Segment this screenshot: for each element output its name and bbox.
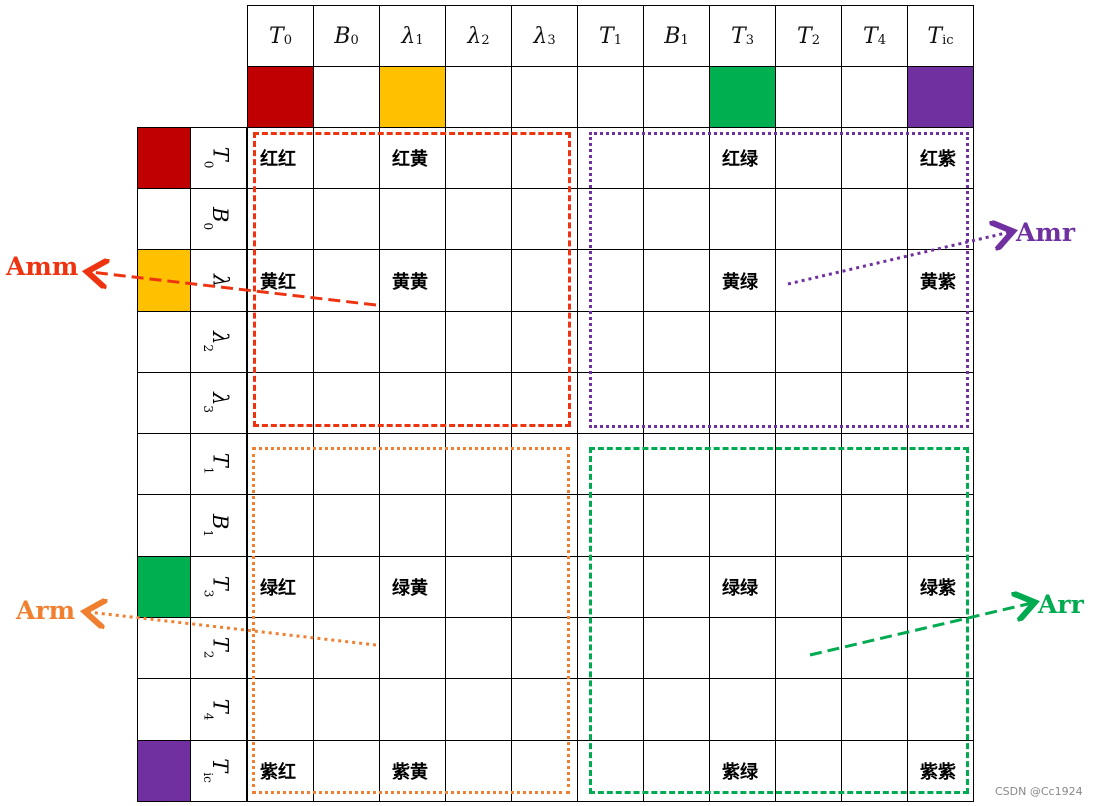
region-arm xyxy=(252,447,570,794)
column-symbol: T xyxy=(269,23,284,49)
column-subscript: 4 xyxy=(877,32,886,48)
region-amm xyxy=(253,132,571,427)
column-subscript: 0 xyxy=(350,32,359,48)
column-symbol: T xyxy=(731,23,746,49)
column-color-swatch xyxy=(379,66,446,128)
column-subscript: 2 xyxy=(811,32,820,48)
label-amr: Amr xyxy=(1016,218,1076,247)
column-subscript: 1 xyxy=(415,32,424,48)
column-subscript: ic xyxy=(942,32,954,48)
column-subscript: 0 xyxy=(283,32,292,48)
column-symbol: B xyxy=(334,23,351,49)
column-subscript: 2 xyxy=(481,32,490,48)
arrow-arm xyxy=(88,612,377,647)
column-symbol: T xyxy=(599,23,614,49)
column-symbol: T xyxy=(797,23,812,49)
matrix-cell: 紫紫 xyxy=(907,740,974,802)
column-symbol: B xyxy=(664,23,681,49)
row-color-swatch xyxy=(137,556,191,618)
column-subscript: 1 xyxy=(613,32,622,48)
column-color-swatch xyxy=(247,66,314,128)
column-symbol: T xyxy=(863,23,878,49)
region-amr xyxy=(589,132,969,428)
column-subscript: 1 xyxy=(680,32,689,48)
label-arr: Arr xyxy=(1038,590,1084,619)
column-subscript: 3 xyxy=(745,32,754,48)
row-color-swatch xyxy=(137,127,191,189)
row-color-swatch xyxy=(137,249,191,312)
column-symbol: λ xyxy=(533,23,548,49)
watermark: CSDN @Cc1924 xyxy=(995,785,1083,798)
label-arm: Arm xyxy=(16,596,76,625)
arrow-arr xyxy=(809,603,1032,657)
row-header: Tic xyxy=(190,740,247,802)
arrow-amm xyxy=(90,272,377,307)
arrow-amr xyxy=(787,232,1010,286)
column-symbol: λ xyxy=(467,23,482,49)
column-color-swatch xyxy=(907,66,974,128)
label-amm: Amm xyxy=(6,252,79,281)
region-arr xyxy=(589,447,969,794)
column-subscript: 3 xyxy=(547,32,556,48)
column-symbol: λ xyxy=(401,23,416,49)
column-symbol: T xyxy=(927,23,943,49)
